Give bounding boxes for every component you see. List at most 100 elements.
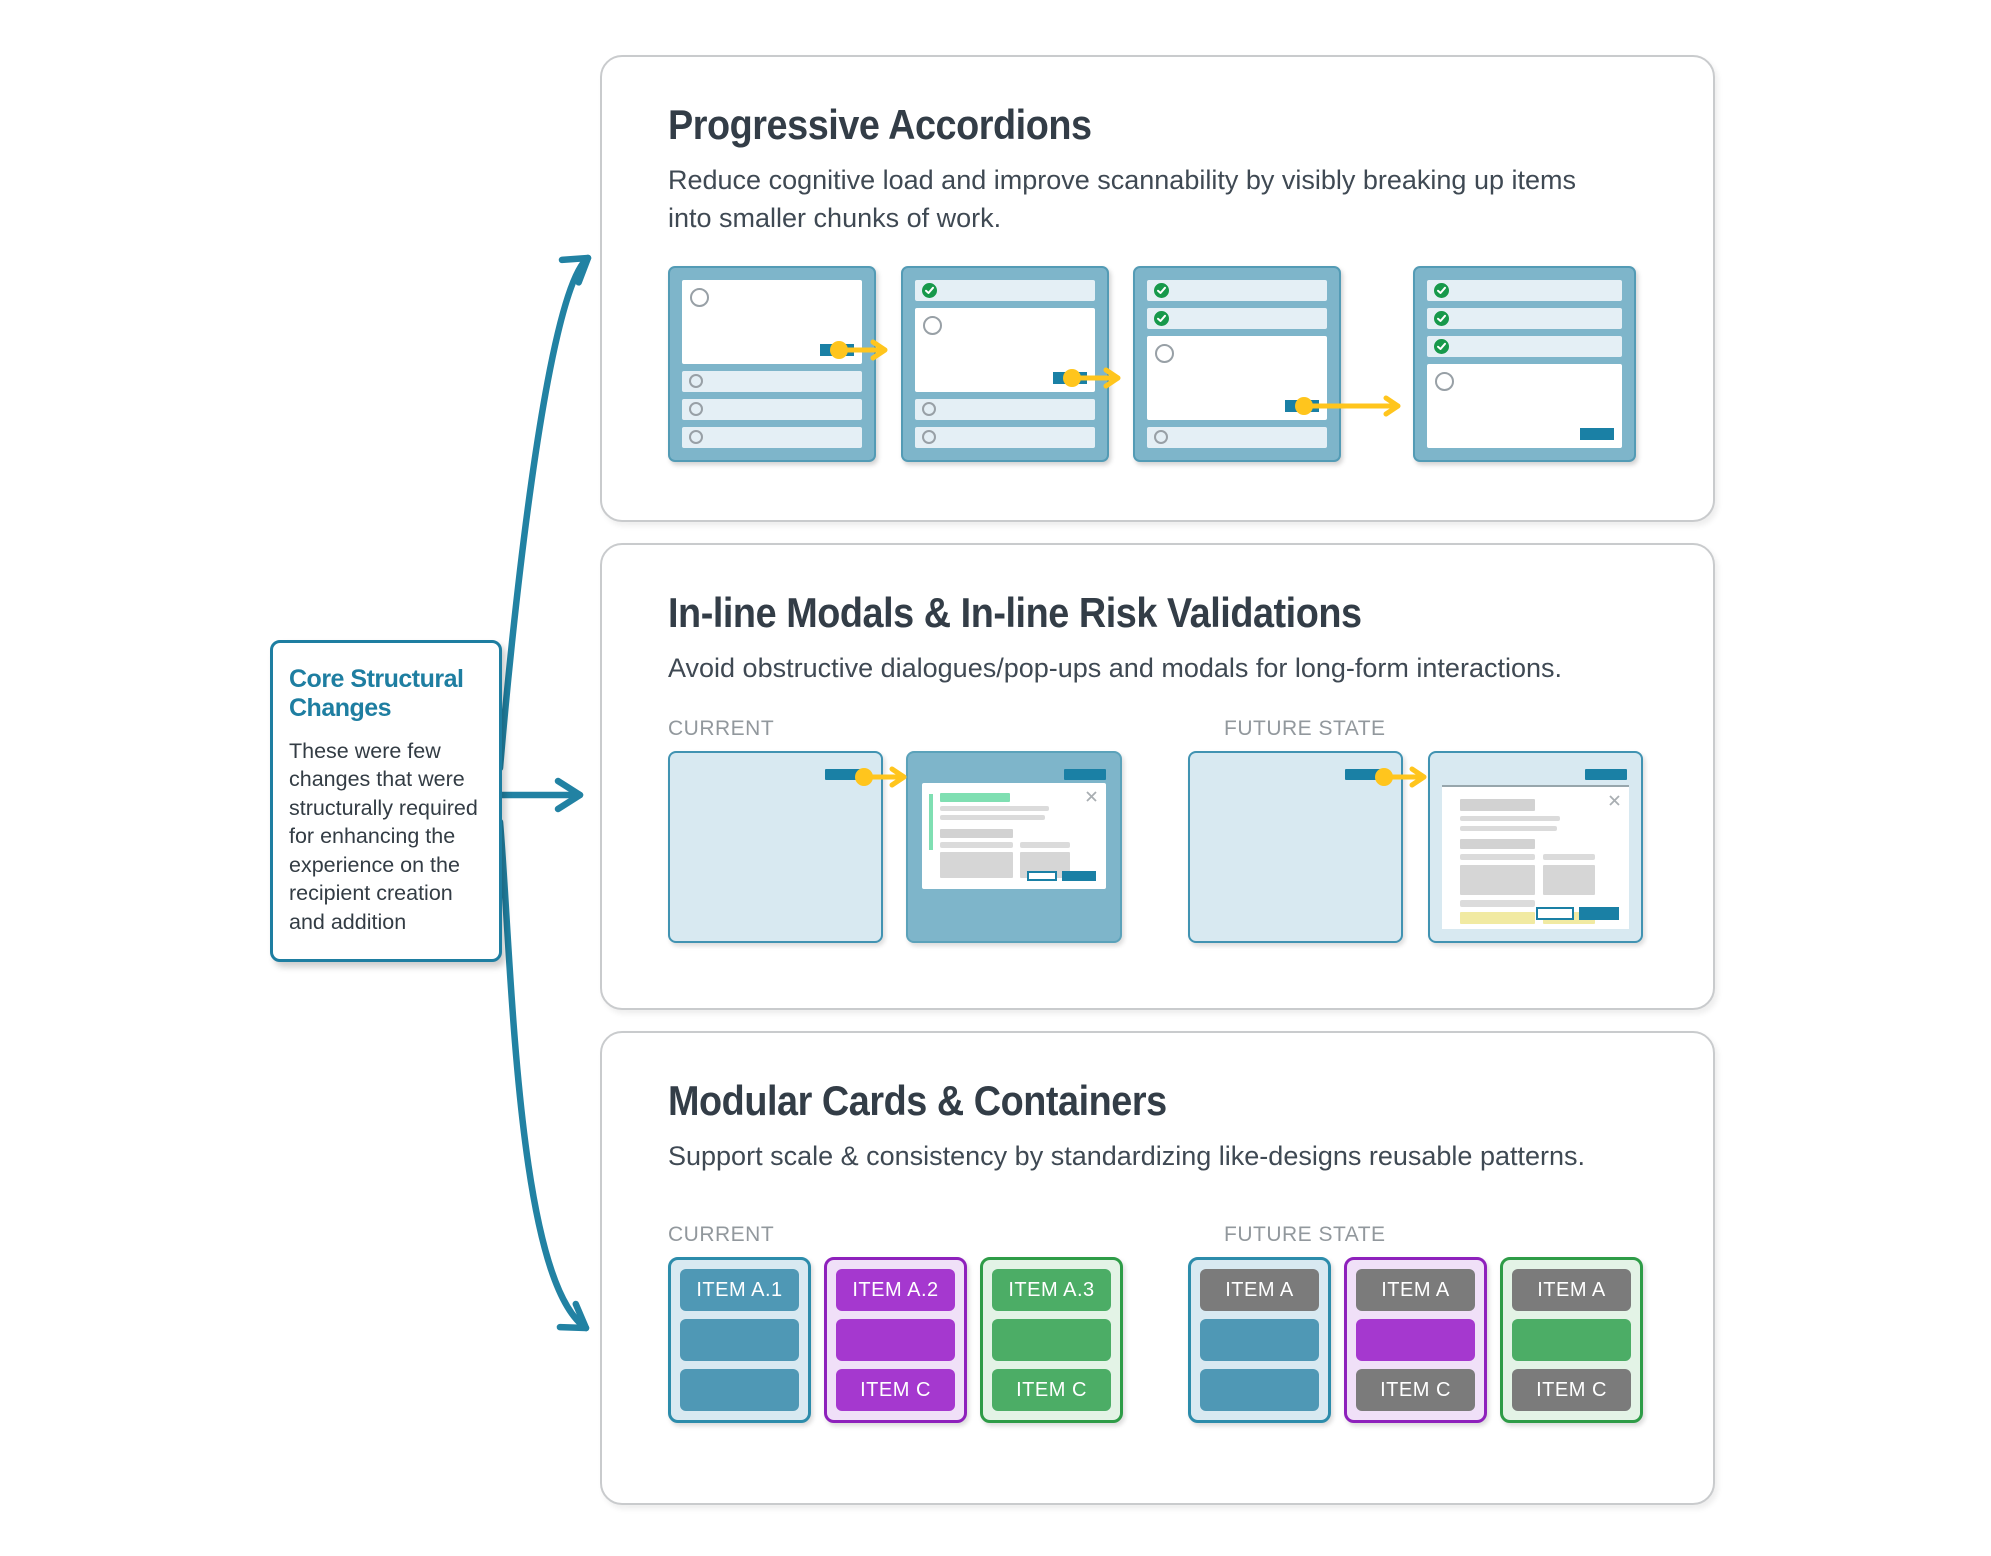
accordion-item-collapsed [682, 426, 862, 448]
confirm-button [1579, 907, 1619, 921]
module-card-current-blue: ITEM A.1 [668, 1257, 811, 1424]
modal-accent-bar [929, 794, 934, 851]
panel-title: Progressive Accordions [668, 101, 1092, 148]
module-card-future-blue: ITEM A [1188, 1257, 1331, 1424]
check-icon [1434, 310, 1449, 326]
accordion-item-completed [1427, 307, 1622, 329]
module-card-item [836, 1319, 955, 1362]
accordion-item-completed [1427, 335, 1622, 357]
modal-dialog [922, 783, 1106, 890]
accordion-card [901, 265, 1121, 462]
accordion-item-collapsed [682, 398, 862, 420]
note-body: These were few changes that were structu… [289, 738, 478, 935]
panel-inline-modals: In-line Modals & In-line Risk Validation… [600, 543, 1715, 1010]
radio-icon [923, 315, 942, 335]
future-inline-screen [1427, 751, 1643, 944]
module-card-item: ITEM A.2 [836, 1269, 955, 1312]
core-changes-note: Core Structural Changes These were few c… [270, 640, 502, 962]
check-icon [1154, 310, 1169, 326]
module-card-item: ITEM C [836, 1369, 955, 1412]
accordion-item-completed [1147, 307, 1327, 329]
radio-icon [1155, 343, 1174, 363]
check-icon [1434, 282, 1449, 298]
flow-arrow [1063, 367, 1121, 389]
check-icon [922, 282, 937, 298]
cancel-button [1536, 907, 1574, 921]
accordion-item-expanded [915, 307, 1121, 392]
cancel-button [1026, 871, 1057, 882]
module-card-item: ITEM A [1512, 1269, 1631, 1312]
accordion-item-completed [1147, 279, 1327, 301]
module-card-item: ITEM C [1512, 1369, 1631, 1412]
future-state-label: FUTURE STATE [1224, 717, 1386, 741]
panel-title: In-line Modals & In-line Risk Validation… [668, 589, 1362, 636]
flow-arrow [1374, 766, 1427, 788]
radio-icon [689, 402, 703, 417]
panel-title: Modular Cards & Containers [668, 1077, 1167, 1124]
close-icon [1609, 795, 1620, 806]
radio-icon [1154, 430, 1168, 445]
arrow-to-cards [496, 818, 590, 1332]
trigger-button [825, 769, 868, 781]
accordion-item-collapsed [682, 370, 862, 392]
trigger-button [1344, 769, 1387, 781]
accordion-item-expanded [682, 279, 888, 364]
panel-progressive-accordions: Progressive Accordions Reduce cognitive … [600, 55, 1715, 522]
accordion-card [668, 265, 888, 462]
accordion-item-collapsed [915, 426, 1095, 448]
flow-arrow [830, 339, 888, 361]
close-icon [1085, 791, 1097, 802]
flow-arrow [1295, 395, 1401, 417]
future-screen [1187, 751, 1427, 944]
check-icon [1154, 282, 1169, 298]
module-card-item: ITEM C [1356, 1369, 1475, 1412]
trigger-button [1585, 769, 1627, 781]
trigger-button [1063, 769, 1106, 781]
accordion-item-collapsed [915, 398, 1095, 420]
accordion-item-expanded [1147, 335, 1401, 420]
module-card-item: ITEM C [992, 1369, 1111, 1412]
panel-modular-cards: Modular Cards & Containers Support scale… [600, 1031, 1715, 1505]
module-card-item [992, 1319, 1111, 1362]
inline-validation-panel [1441, 785, 1629, 930]
module-card-item [1512, 1319, 1631, 1362]
radio-icon [689, 430, 703, 445]
current-modal-screen [906, 751, 1122, 944]
module-card-item: ITEM A [1200, 1269, 1319, 1312]
continue-button [1580, 427, 1614, 440]
inline-panel-content [1442, 787, 1629, 929]
current-screen [668, 751, 907, 944]
module-card-item: ITEM A [1356, 1269, 1475, 1312]
cards-spacer [1123, 1257, 1188, 1423]
future-state-label: FUTURE STATE [1224, 1223, 1386, 1247]
panel-description: Avoid obstructive dialogues/pop-ups and … [668, 653, 1562, 683]
module-card-item [680, 1319, 799, 1362]
radio-icon [689, 374, 703, 389]
note-title: Core Structural Changes [289, 665, 464, 722]
accordion-item-completed [915, 279, 1095, 301]
module-card-future-green: ITEM A ITEM C [1500, 1257, 1643, 1424]
module-card-item [680, 1369, 799, 1412]
check-icon [1434, 338, 1449, 354]
radio-icon [690, 287, 709, 307]
accordion-card [1413, 265, 1636, 462]
accordion-item-completed [1427, 279, 1622, 301]
module-card-item [1200, 1319, 1319, 1362]
accordion-item-collapsed [1147, 426, 1327, 448]
modal-content [922, 783, 1105, 879]
accordion-sequence [668, 265, 1643, 462]
panel-description: Support scale & consistency by standardi… [668, 1141, 1585, 1171]
modal-wireframes [668, 751, 1643, 944]
current-label: CURRENT [668, 1223, 775, 1247]
accordion-card [1133, 265, 1401, 462]
radio-icon [1435, 371, 1454, 391]
modal-footer [1026, 871, 1096, 882]
inline-panel-footer [1536, 907, 1619, 921]
panel-description: Reduce cognitive load and improve scanna… [668, 165, 1576, 234]
module-card-item [1356, 1319, 1475, 1362]
